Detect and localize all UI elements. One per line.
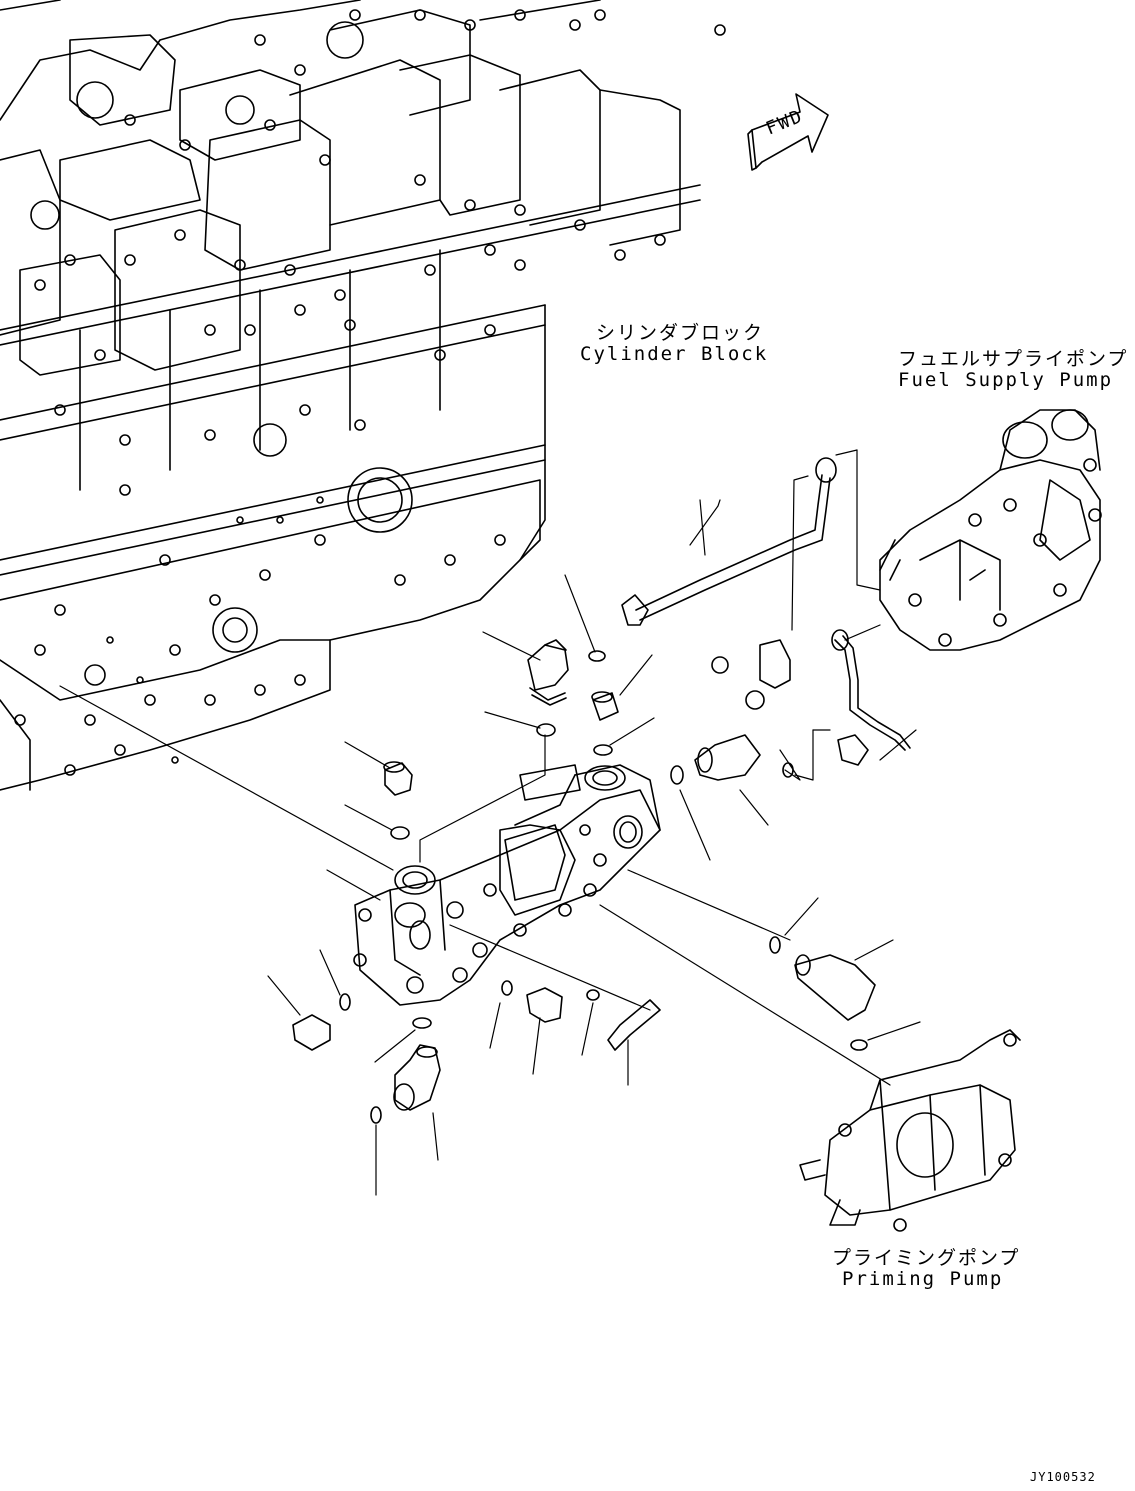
cylinder-block-label-en: Cylinder Block <box>580 343 769 365</box>
block-bolt-heads <box>14 9 726 776</box>
fittings <box>292 639 876 1111</box>
fuel-tubes <box>621 457 911 766</box>
leader-lines <box>59 449 921 1196</box>
priming-pump-label-en: Priming Pump <box>842 1268 1004 1290</box>
cylinder-block <box>0 0 726 791</box>
cylinder-block-label-jp: シリンダブロック <box>596 322 765 344</box>
fuel-supply-pump <box>879 409 1102 651</box>
filter-head-manifold <box>353 764 661 1006</box>
priming-pump-label-jp: プライミングポンプ <box>832 1247 1021 1269</box>
drawing-code: JY100532 <box>1030 1470 1096 1484</box>
fuel-supply-pump-label-en: Fuel Supply Pump <box>898 369 1114 391</box>
priming-pump <box>799 1029 1021 1232</box>
fwd-arrow <box>747 93 829 171</box>
fuel-supply-pump-label-jp: フュエルサプライポンプ <box>898 348 1129 370</box>
o-rings <box>339 650 868 1124</box>
